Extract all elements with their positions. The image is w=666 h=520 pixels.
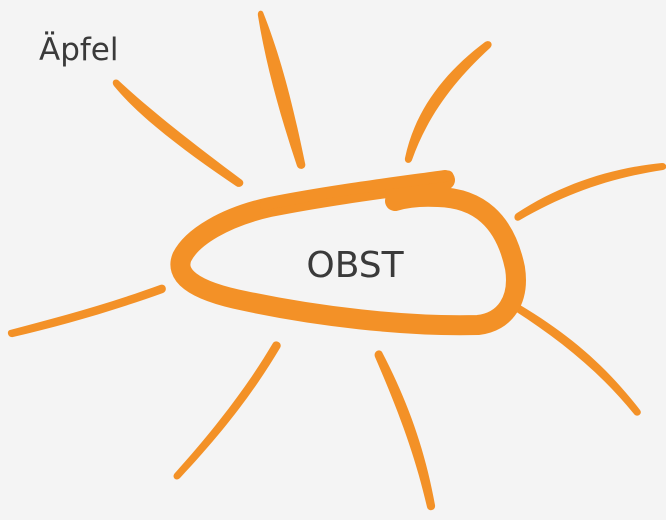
ray-right-lower: [513, 304, 640, 415]
ray-right-upper: [514, 163, 666, 221]
ray-top: [258, 11, 305, 169]
ray-upper-right: [405, 41, 492, 163]
ray-upper-left: [113, 79, 244, 186]
branch-label-aepfel: Äpfel: [39, 32, 118, 68]
ray-left: [8, 285, 166, 337]
center-node-label: OBST: [306, 245, 404, 286]
ray-bottom: [375, 350, 435, 510]
ray-lower-left: [174, 341, 281, 479]
